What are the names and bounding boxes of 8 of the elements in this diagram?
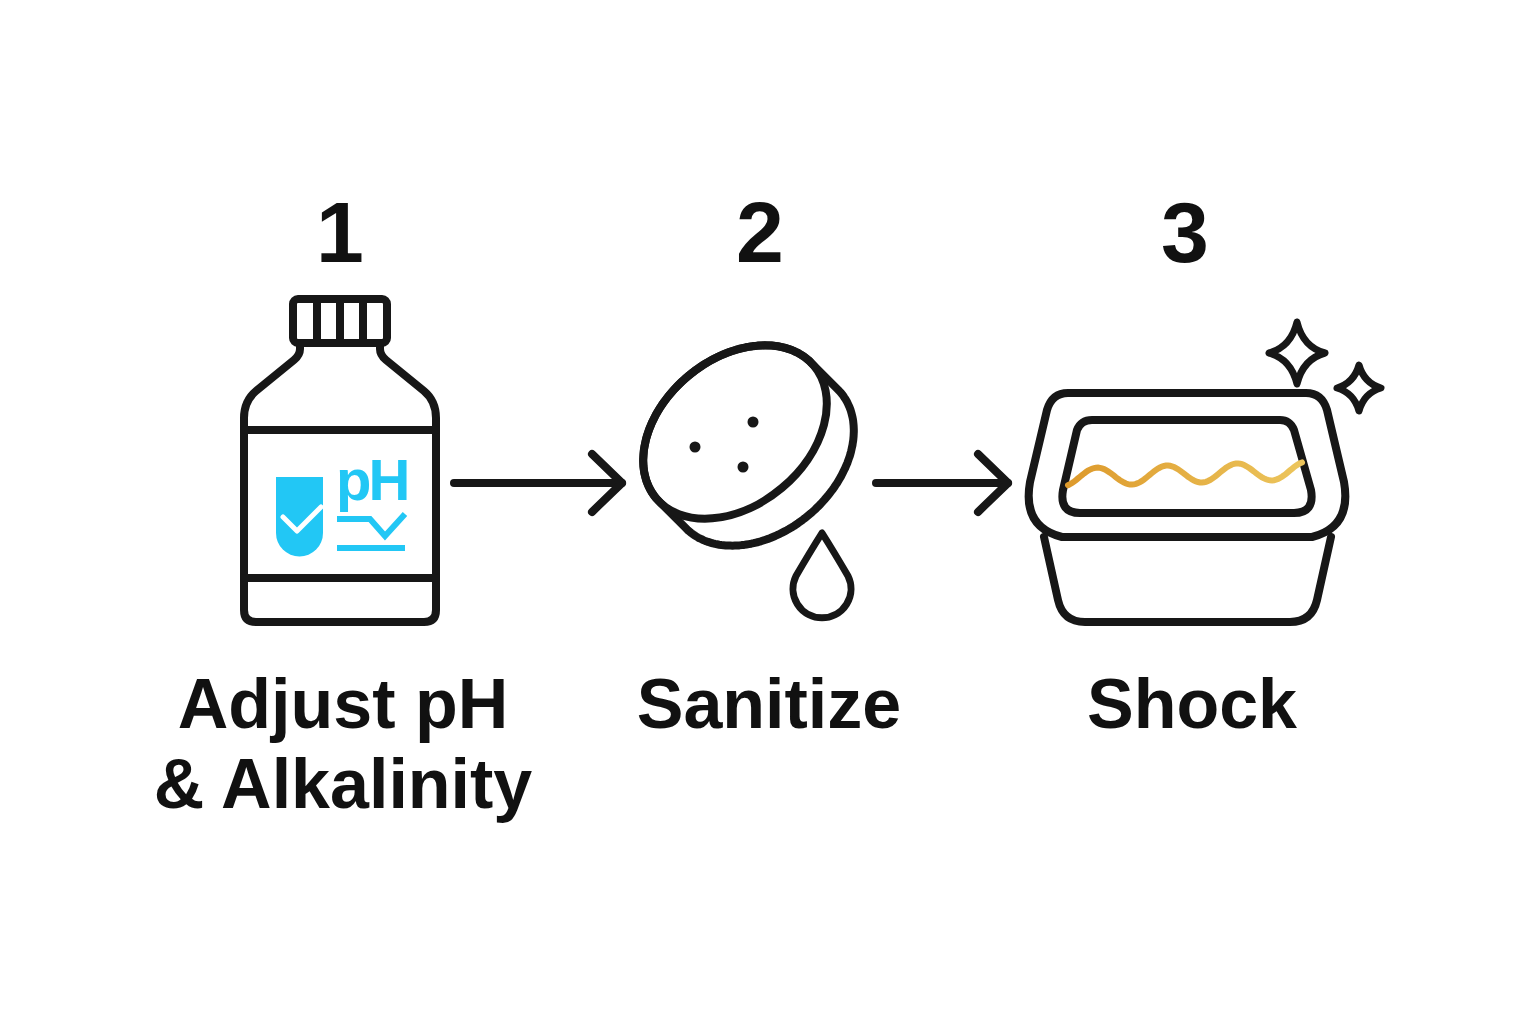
- arrow: [872, 450, 1012, 516]
- step-number: 1: [316, 189, 364, 275]
- step-caption: Sanitize: [636, 664, 902, 744]
- step-caption: Adjust pH & Alkalinity: [152, 664, 534, 824]
- arrow: [450, 450, 626, 516]
- step-caption: Shock: [1086, 664, 1298, 744]
- step-number: 2: [736, 189, 784, 275]
- step-number: 3: [1161, 189, 1209, 275]
